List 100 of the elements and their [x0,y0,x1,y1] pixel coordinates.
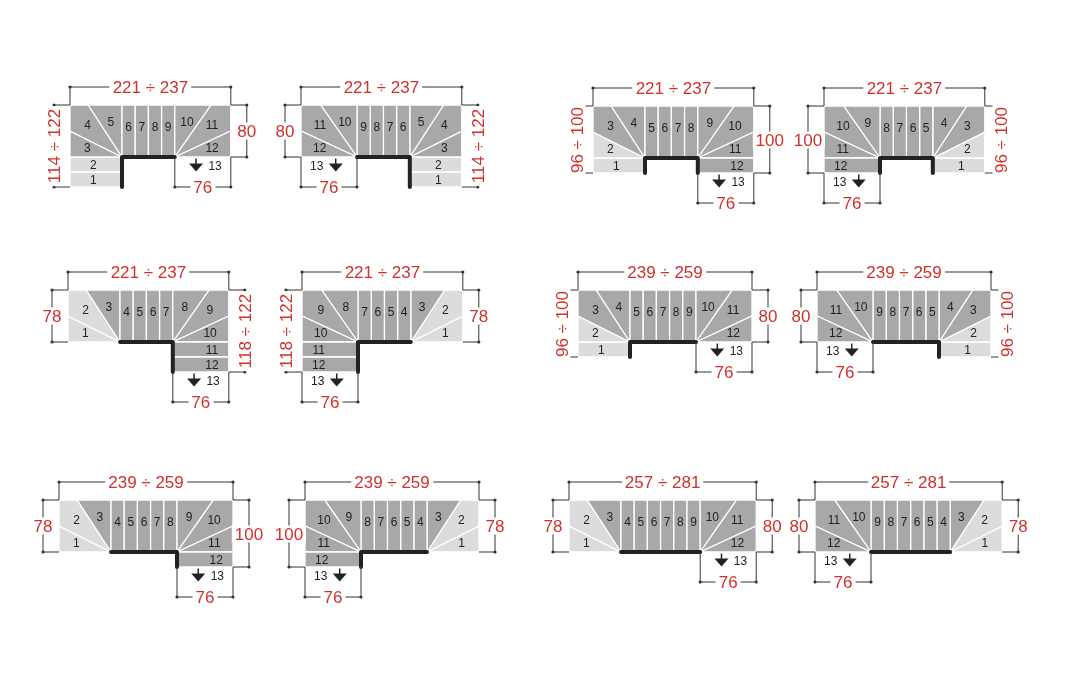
step-number: 3 [96,511,104,524]
step-number: 5 [648,121,655,134]
step-number: 11 [829,303,843,316]
dimension-label: 221 ÷ 237 [107,263,190,281]
dimension-label: 221 ÷ 237 [341,263,424,281]
step-number: 2 [82,303,89,316]
step-number: 5 [127,515,135,528]
step-number: 6 [650,515,658,528]
step-number: 8 [687,121,695,134]
step-number: 7 [659,305,667,318]
step-number: 4 [417,515,424,528]
step-number: 2 [592,327,599,340]
step-number: 12 [312,358,326,371]
step-number: 13 [206,374,220,387]
dimension-label: 114 ÷ 122 [45,105,63,187]
step-number: 1 [598,343,605,356]
step-number: 3 [441,142,448,155]
dimension-label: 76 [190,178,216,196]
step-number: 4 [615,301,623,314]
step-number: 13 [311,374,325,387]
step-number: 11 [827,513,841,526]
step-number: 10 [852,511,866,524]
step-number: 9 [164,120,172,133]
step-number: 2 [981,513,988,526]
step-number: 3 [105,301,113,314]
step-number: 11 [205,343,219,356]
step-number: 5 [107,116,115,129]
step-number: 9 [874,515,881,528]
dimension-label: 76 [839,194,865,212]
dimension-label: 76 [830,573,856,591]
step-number: 8 [883,121,890,134]
step-number: 3 [418,301,426,314]
step-number: 10 [728,119,742,132]
step-number: 2 [435,158,442,171]
step-number: 11 [836,143,849,156]
dimension-label: 239 ÷ 259 [624,263,706,281]
step-number: 11 [312,343,326,356]
step-number: 9 [706,117,714,130]
step-number: 5 [136,305,144,318]
step-number: 13 [833,175,847,188]
step-number: 11 [317,537,330,550]
step-number: 1 [442,327,449,340]
step-number: 7 [900,515,908,528]
step-number: 9 [317,303,325,316]
step-number: 6 [140,515,148,528]
step-number: 3 [607,119,614,132]
step-number: 5 [922,121,930,134]
step-number: 9 [686,305,693,318]
step-number: 12 [205,142,219,155]
step-number: 3 [958,511,965,524]
step-number: 4 [624,515,631,528]
dimension-label: 76 [320,588,346,606]
step-number: 4 [440,118,448,131]
step-number: 5 [927,515,934,528]
step-number: 2 [458,513,465,526]
step-number: 5 [929,305,936,318]
dimension-label: 76 [188,393,214,411]
step-number: 11 [726,303,740,316]
dimension-label: 221 ÷ 237 [109,78,192,96]
step-number: 6 [399,120,407,133]
dimension-label: 100 [752,131,787,148]
step-number: 13 [733,554,748,567]
step-number: 13 [208,159,222,172]
dimension-label: 118 ÷ 122 [277,290,295,372]
step-number: 13 [826,344,840,357]
step-number: 2 [583,513,590,526]
step-number: 4 [940,117,948,130]
step-number: 6 [913,515,921,528]
step-number: 12 [726,327,740,340]
step-number: 9 [360,120,367,133]
step-number: 7 [162,305,170,318]
step-number: 12 [205,358,219,371]
step-number: 7 [896,121,904,134]
step-number: 9 [864,117,872,130]
dimension-label: 96 ÷ 100 [553,287,571,360]
dimension-label: 96 ÷ 100 [992,103,1010,176]
step-number: 3 [592,303,599,316]
step-number: 8 [373,120,381,133]
step-number: 6 [909,121,917,134]
step-number: 1 [73,537,80,550]
step-number: 3 [434,511,442,524]
step-number: 10 [180,116,194,129]
step-number: 6 [125,120,132,133]
step-number: 10 [705,511,719,524]
step-number: 7 [138,120,146,133]
step-number: 7 [386,120,394,133]
dimension-label: 257 ÷ 281 [867,473,950,491]
step-number: 12 [730,537,745,550]
dimension-label: 239 ÷ 259 [863,263,945,281]
step-number: 5 [417,116,425,129]
step-number: 1 [583,537,590,550]
step-number: 7 [377,515,385,528]
step-number: 13 [314,569,328,582]
step-number: 10 [338,116,352,129]
step-number: 4 [84,118,91,131]
step-number: 6 [390,515,398,528]
step-number: 13 [310,159,324,172]
step-number: 12 [827,537,841,550]
step-number: 10 [203,327,217,340]
step-number: 2 [441,303,449,316]
